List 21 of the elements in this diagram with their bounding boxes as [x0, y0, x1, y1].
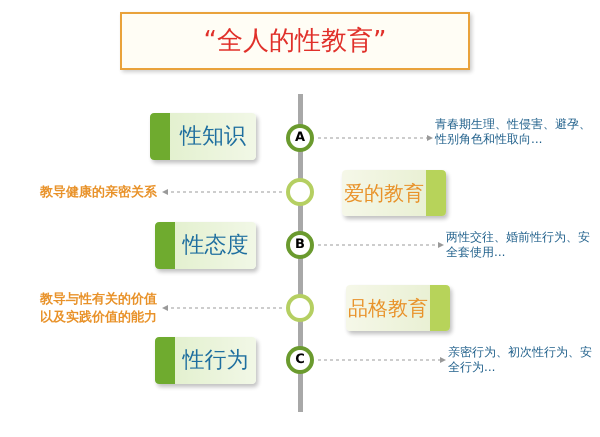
tag-label: 品格教育 — [347, 295, 429, 322]
tag-label: 性知识 — [178, 123, 247, 151]
description-text: 教导与性有关的价值以及实践价值的能力 — [40, 291, 158, 327]
callout-tag — [155, 337, 256, 384]
description-text: 亲密行为、初次性行为、安全行为... — [448, 345, 593, 375]
callout-tag — [342, 170, 446, 216]
description-text: 青春期生理、性侵害、避孕、性别角色和性取向... — [435, 117, 592, 147]
dashed-arrow — [318, 135, 433, 141]
description-text: 教导健康的亲密关系 — [40, 184, 157, 202]
callout-tag — [155, 222, 256, 269]
dashed-arrow — [318, 357, 446, 363]
callout-tag — [346, 285, 450, 331]
tag-label: 爱的教育 — [343, 180, 425, 207]
description-text: 两性交往、婚前性行为、安全套使用... — [446, 230, 591, 260]
dashed-arrow — [318, 242, 444, 248]
dashed-arrow — [162, 305, 282, 311]
tag-label: 性行为 — [181, 347, 250, 375]
dashed-arrow — [162, 189, 282, 195]
tag-label: 性态度 — [181, 232, 250, 260]
title: “全人的性教育” — [204, 24, 386, 58]
callout-tag — [150, 113, 256, 160]
